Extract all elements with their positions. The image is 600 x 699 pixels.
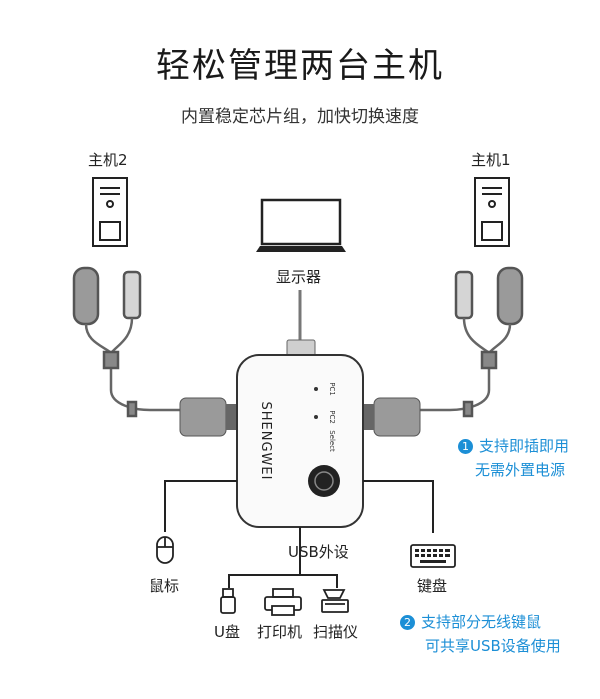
monitor-icon	[256, 198, 346, 252]
host1-cable	[420, 266, 524, 418]
feature-1-line2: 无需外置电源	[475, 461, 566, 479]
select-button	[308, 465, 340, 497]
host1-kvm-plug	[364, 397, 421, 437]
keyboard-connector-line	[363, 480, 434, 533]
keyboard-icon	[410, 544, 456, 568]
feature-1: 1 支持即插即用 无需外置电源	[458, 434, 569, 482]
mouse-label: 鼠标	[149, 577, 180, 595]
keyboard-label: 键盘	[417, 577, 448, 595]
scanner-icon	[321, 589, 349, 613]
page-subtitle: 内置稳定芯片组，加快切换速度	[181, 107, 419, 127]
usb-bracket-line	[228, 574, 338, 588]
feature-2-number: 2	[400, 615, 415, 630]
usb-disk-label: U盘	[214, 623, 240, 641]
feature-1-line1: 支持即插即用	[479, 437, 570, 455]
port-label-select: Select	[328, 430, 336, 452]
scanner-label: 扫描仪	[313, 623, 359, 641]
pc2-led	[314, 415, 318, 419]
printer-label: 打印机	[257, 623, 303, 641]
feature-1-number: 1	[458, 439, 473, 454]
printer-icon	[264, 588, 302, 616]
kvm-switch: SHENGWEI PC1 PC2 Select	[236, 354, 364, 575]
feature-2-line1: 支持部分无线键鼠	[421, 613, 542, 631]
host2-kvm-plug	[179, 397, 236, 437]
page-title: 轻松管理两台主机	[156, 46, 444, 86]
feature-2-line2: 可共享USB设备使用	[425, 637, 561, 655]
host1-label: 主机1	[471, 151, 511, 169]
device-brand: SHENGWEI	[258, 402, 273, 481]
mouse-icon	[156, 536, 174, 564]
port-label-pc1: PC1	[328, 382, 336, 396]
host2-label: 主机2	[88, 151, 128, 169]
feature-2: 2 支持部分无线键鼠 可共享USB设备使用	[400, 610, 561, 658]
host2-tower-icon	[92, 177, 128, 247]
port-label-pc2: PC2	[328, 410, 336, 424]
pc1-led	[314, 387, 318, 391]
mouse-connector-line	[164, 480, 237, 532]
monitor-vga-cable	[286, 290, 316, 361]
usb-disk-icon	[220, 588, 236, 614]
monitor-label: 显示器	[276, 268, 322, 286]
host2-cable	[72, 266, 180, 418]
host1-tower-icon	[474, 177, 510, 247]
usb-peripherals-label: USB外设	[288, 543, 349, 561]
